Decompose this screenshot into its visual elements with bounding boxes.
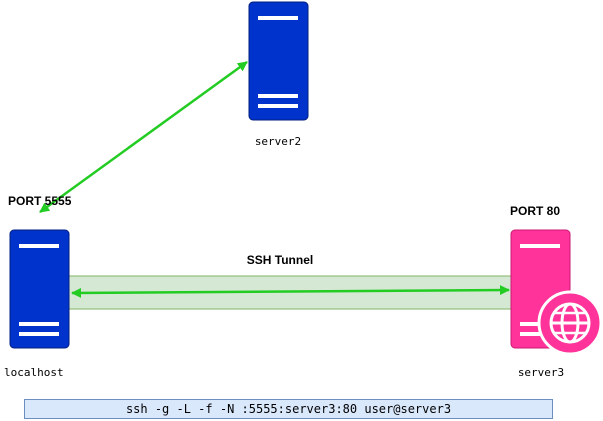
localhost-port-label: PORT 5555	[8, 194, 72, 208]
localhost-server-icon	[9, 229, 70, 349]
arrow-localhost-server2	[39, 60, 248, 214]
ssh-command-text: ssh -g -L -f -N :5555:server3:80 user@se…	[125, 402, 452, 416]
server2-label: server2	[255, 135, 301, 148]
arrow-localhost-server3	[71, 285, 510, 298]
ssh-command-box: ssh -g -L -f -N :5555:server3:80 user@se…	[24, 399, 553, 419]
localhost-label: localhost	[4, 366, 64, 379]
server3-label: server3	[518, 366, 564, 379]
server3-port-label: PORT 80	[510, 204, 560, 218]
ssh-tunnel-label: SSH Tunnel	[247, 253, 313, 267]
globe-icon	[537, 290, 603, 356]
server2-icon	[248, 1, 309, 121]
